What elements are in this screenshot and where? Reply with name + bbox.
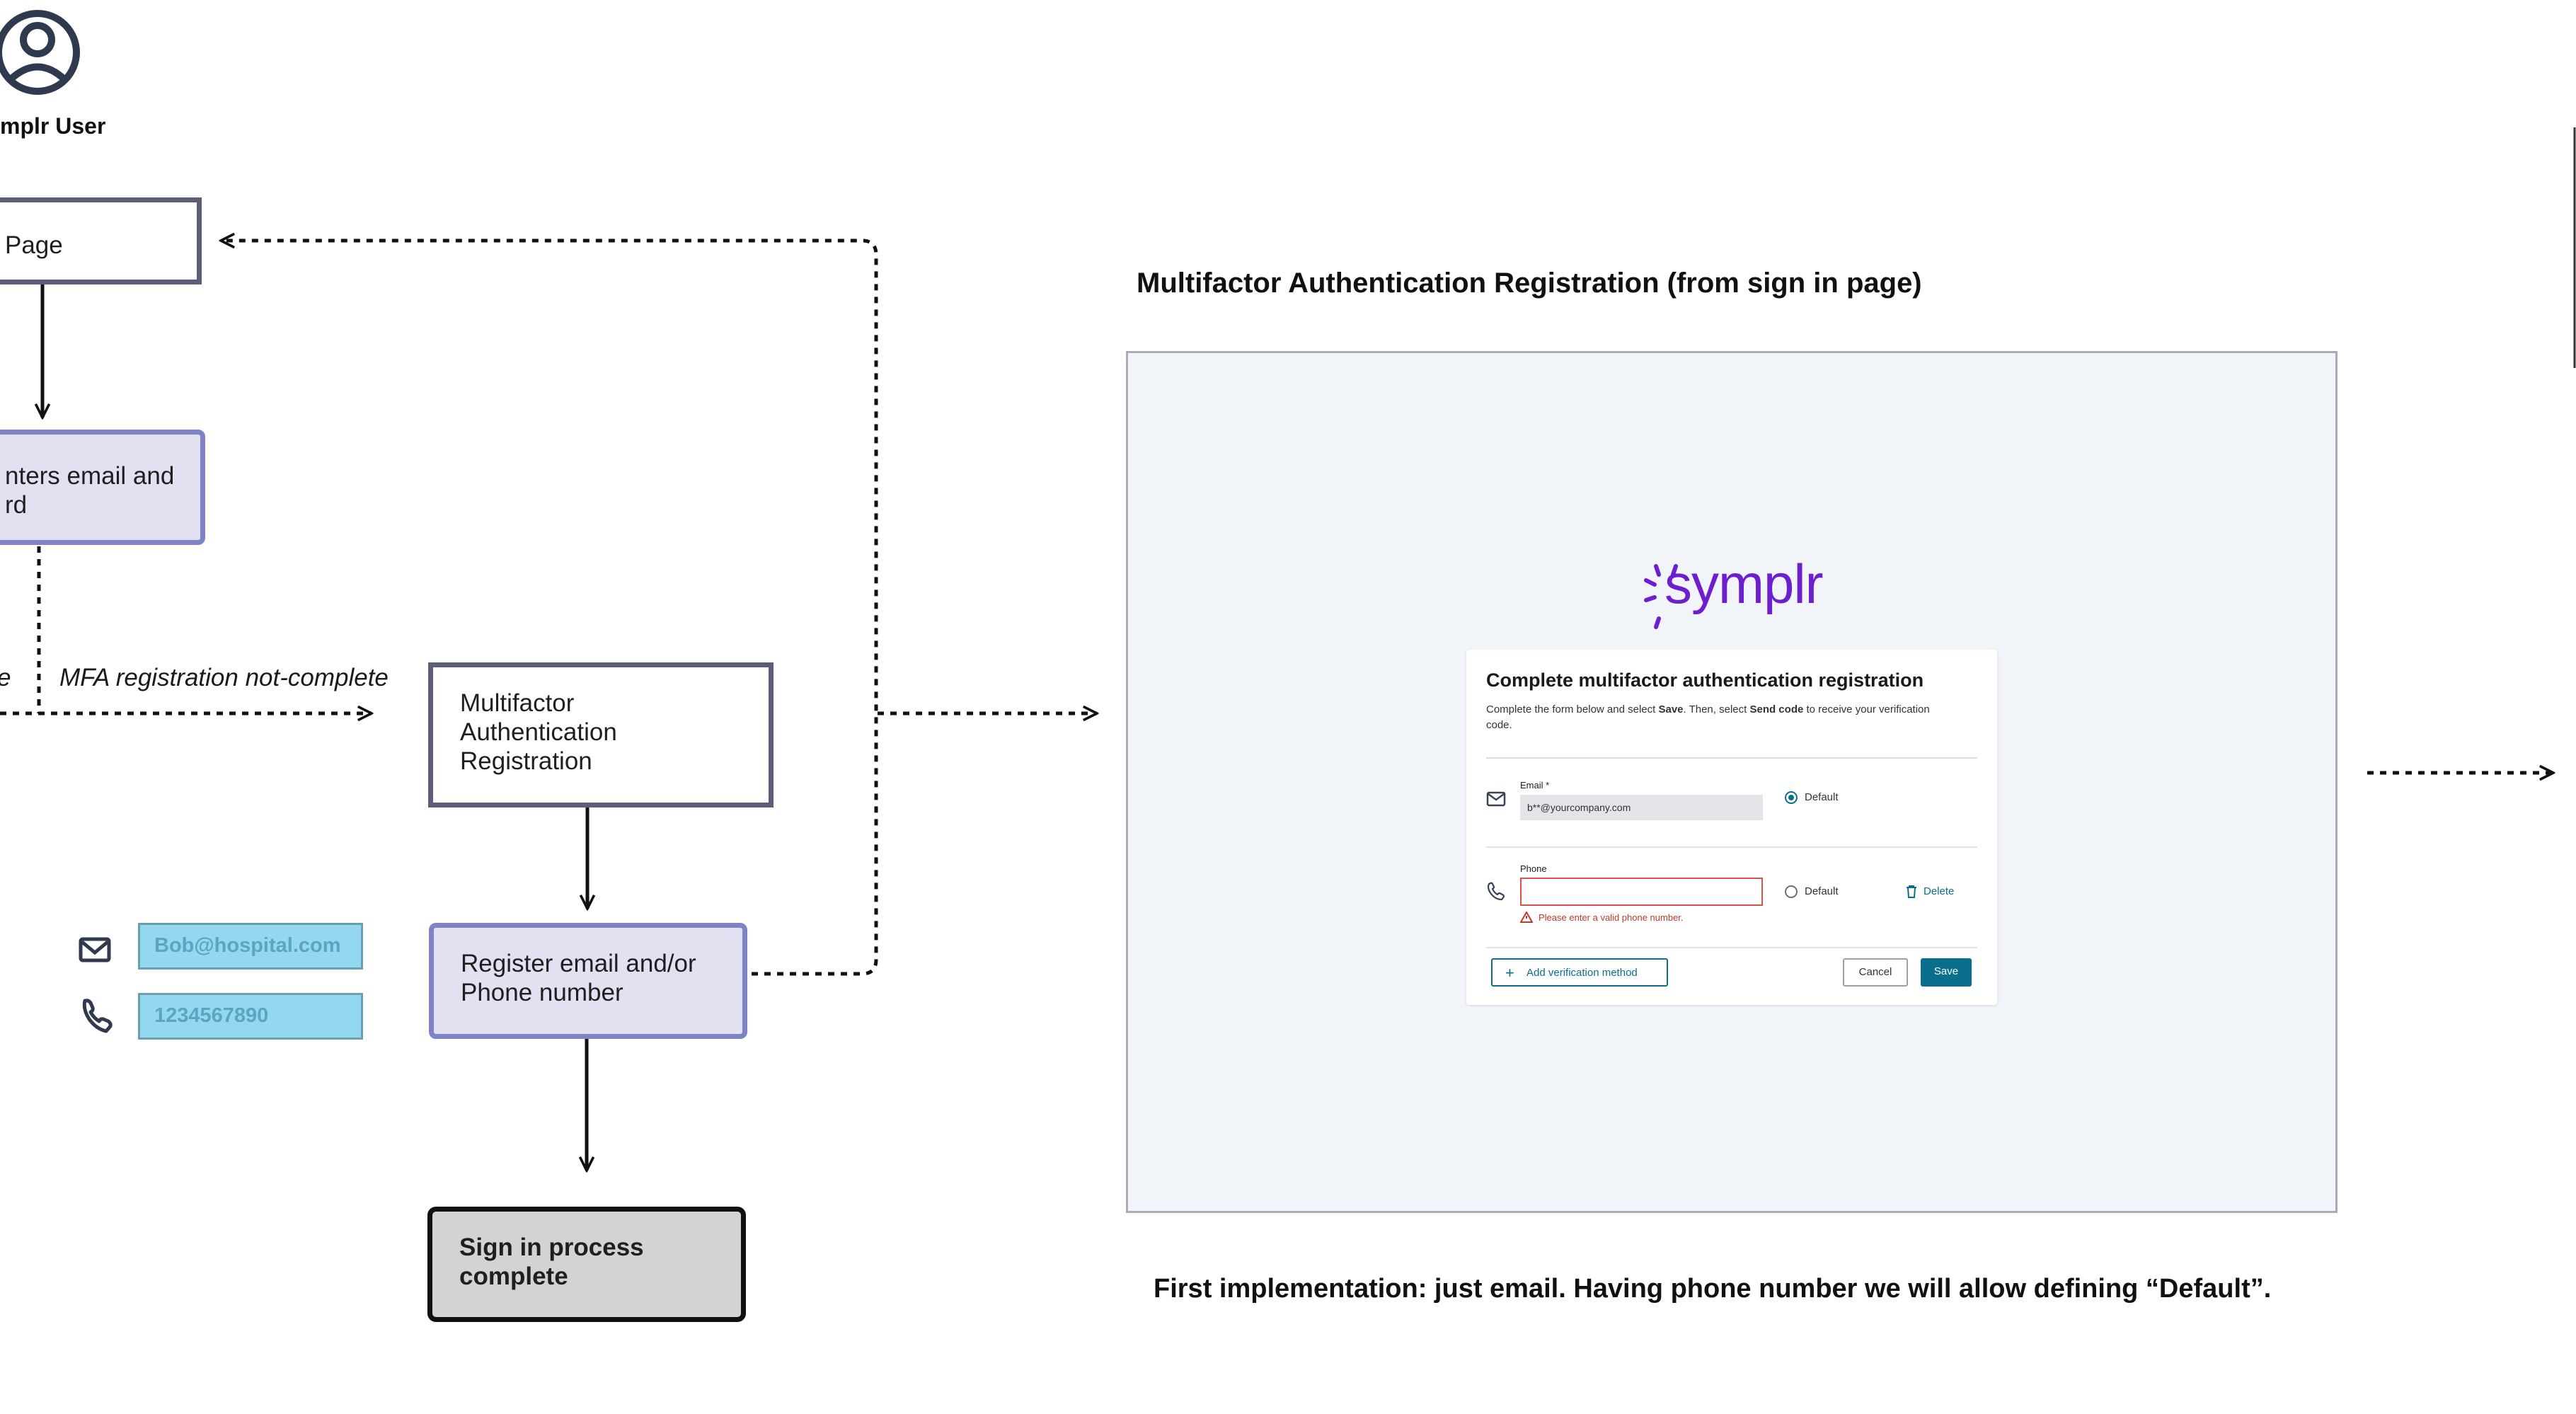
email-label: Email * — [1520, 780, 1550, 791]
phone-label: Phone — [1520, 863, 1547, 874]
form-instructions: Complete the form below and select Save.… — [1486, 703, 1930, 715]
sample-phone-field: 1234567890 — [138, 993, 363, 1040]
cancel-label: Cancel — [1858, 966, 1892, 978]
form-divider-2 — [1486, 846, 1977, 848]
symplr-logo: symplr — [1664, 553, 1824, 615]
user-icon — [0, 10, 80, 95]
form-email-icon — [1486, 791, 1506, 807]
add-verification-method-label: Add verification method — [1526, 967, 1638, 979]
delete-phone-link[interactable]: Delete — [1924, 885, 1955, 897]
edge-label-mfa-not-complete: MFA registration not-complete — [59, 664, 389, 691]
cancel-button[interactable]: Cancel — [1843, 958, 1908, 987]
phone-input[interactable] — [1520, 878, 1763, 906]
screen-heading: Multifactor Authentication Registration … — [1137, 268, 1922, 299]
radio-dot — [1788, 795, 1794, 800]
email-input[interactable] — [1520, 795, 1763, 820]
node-sign-in-page: Page — [0, 197, 202, 284]
node-register-email-phone: Register email and/or Phone number — [429, 923, 747, 1039]
add-verification-method-button[interactable]: + Add verification method — [1491, 958, 1668, 987]
symplr-logo-icon — [1644, 564, 1678, 629]
form-instructions-cont: code. — [1486, 719, 1512, 731]
phone-default-label: Default — [1805, 885, 1839, 897]
mfa-form-card: Complete multifactor authentication regi… — [1466, 650, 1997, 1005]
node-enters-email: nters email and rd — [0, 430, 205, 545]
form-title: Complete multifactor authentication regi… — [1486, 669, 1924, 691]
node-sign-in-complete: Sign in process complete — [427, 1207, 746, 1322]
form-divider-3 — [1486, 947, 1977, 948]
actor-label: mplr User — [0, 113, 106, 139]
mail-icon — [79, 937, 111, 962]
email-default-radio[interactable] — [1785, 791, 1798, 804]
sample-email-field: Bob@hospital.com — [138, 923, 363, 970]
plus-icon: + — [1505, 964, 1514, 982]
form-divider — [1486, 757, 1977, 759]
implementation-note: First implementation: just email. Having… — [1154, 1274, 2272, 1304]
form-phone-icon — [1487, 882, 1505, 901]
trash-icon[interactable] — [1905, 885, 1918, 899]
error-warning-icon — [1520, 912, 1533, 923]
node-mfa-registration: Multifactor Authentication Registration — [428, 662, 774, 807]
phone-error-text: Please enter a valid phone number. — [1539, 912, 1684, 923]
dotted-register-loop — [221, 241, 878, 976]
save-button[interactable]: Save — [1921, 958, 1972, 987]
save-label: Save — [1933, 965, 1959, 977]
email-default-label: Default — [1805, 791, 1839, 803]
phone-default-radio[interactable] — [1785, 885, 1798, 898]
edge-label-left-cut: e — [0, 664, 11, 692]
phone-icon — [82, 999, 113, 1033]
